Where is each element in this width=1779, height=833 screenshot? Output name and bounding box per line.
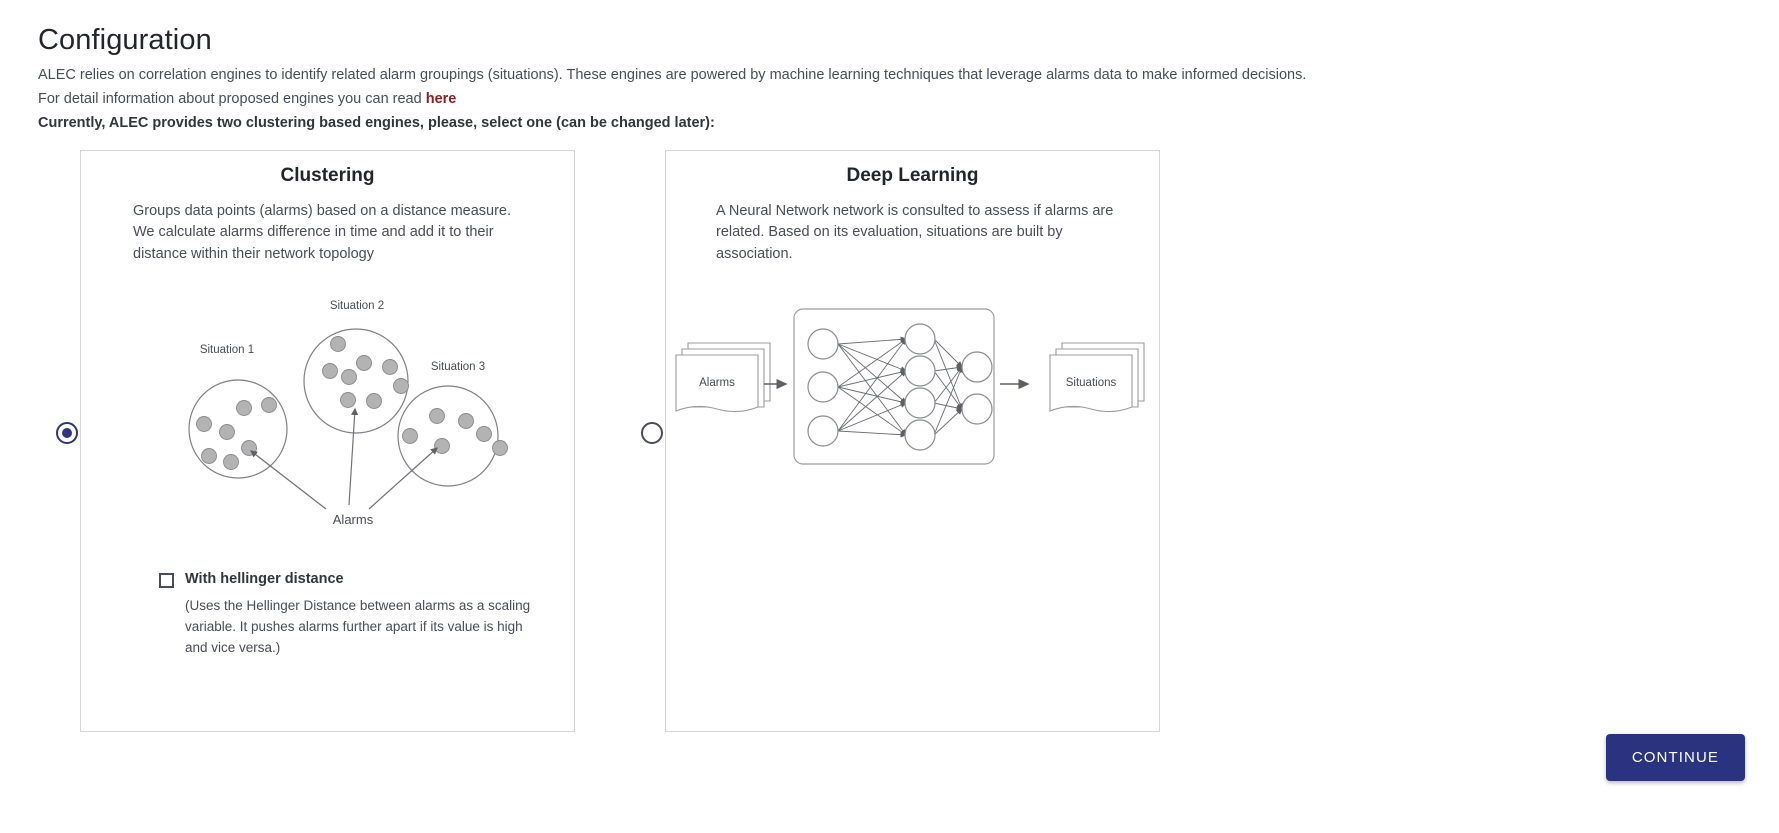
intro-paragraph-2: For detail information about proposed en… bbox=[38, 89, 456, 110]
neural-network-diagram-svg: Alarms bbox=[675, 308, 1145, 465]
cluster-label-situation-1: Situation 1 bbox=[200, 344, 254, 356]
neural-input-label: Alarms bbox=[699, 377, 735, 389]
continue-button[interactable]: CONTINUE bbox=[1605, 734, 1745, 781]
card-description-deep-learning: A Neural Network network is consulted to… bbox=[716, 203, 1114, 262]
engine-options: Clustering Groups data points (alarms) b… bbox=[38, 150, 1168, 732]
option-clustering[interactable]: Clustering Groups data points (alarms) b… bbox=[38, 150, 583, 732]
cluster-label-situation-3: Situation 3 bbox=[431, 361, 485, 373]
hellinger-option[interactable]: With hellinger distance (Uses the Hellin… bbox=[159, 570, 579, 659]
card-title-clustering: Clustering bbox=[280, 165, 375, 186]
intro-paragraph-3: Currently, ALEC provides two clustering … bbox=[38, 115, 715, 131]
cluster-label-alarms: Alarms bbox=[333, 512, 374, 527]
neural-output-label: Situations bbox=[1066, 377, 1117, 389]
hellinger-checkbox[interactable] bbox=[159, 573, 174, 588]
intro-paragraph-1: ALEC relies on correlation engines to id… bbox=[38, 67, 1307, 83]
card-clustering[interactable]: Clustering Groups data points (alarms) b… bbox=[80, 150, 575, 732]
option-deep-learning[interactable]: Deep Learning A Neural Network network i… bbox=[623, 150, 1168, 732]
neural-network-diagram: Alarms bbox=[666, 299, 1159, 499]
here-link[interactable]: here bbox=[425, 91, 457, 107]
page-title: Configuration bbox=[38, 24, 212, 56]
cluster-label-situation-2: Situation 2 bbox=[330, 300, 384, 312]
card-title-deep-learning: Deep Learning bbox=[846, 165, 979, 186]
radio-deep-learning[interactable] bbox=[641, 422, 663, 444]
clustering-diagram-svg: Situation 1 Situation 2 Situation 3 Alar… bbox=[188, 300, 508, 527]
radio-clustering[interactable] bbox=[56, 422, 78, 444]
card-deep-learning[interactable]: Deep Learning A Neural Network network i… bbox=[665, 150, 1160, 732]
hellinger-row[interactable]: With hellinger distance bbox=[159, 570, 579, 589]
clustering-diagram: Situation 1 Situation 2 Situation 3 Alar… bbox=[81, 291, 574, 537]
hellinger-note: (Uses the Hellinger Distance between ala… bbox=[185, 597, 531, 655]
intro-paragraph-2-text: For detail information about proposed en… bbox=[38, 91, 426, 107]
hellinger-label: With hellinger distance bbox=[185, 571, 344, 587]
card-description-clustering: Groups data points (alarms) based on a d… bbox=[133, 203, 512, 262]
